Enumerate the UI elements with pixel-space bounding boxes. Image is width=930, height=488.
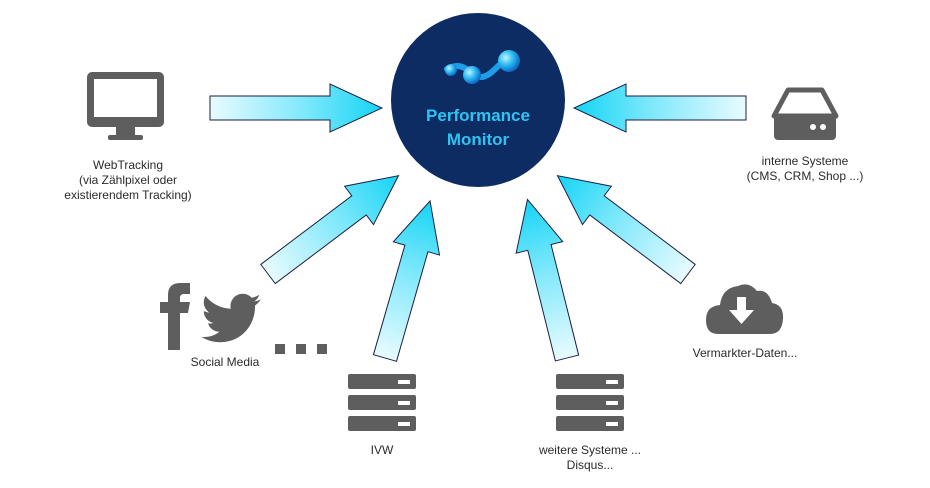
cloud-download-icon bbox=[706, 284, 784, 334]
twitter-icon bbox=[201, 293, 261, 343]
server-icon bbox=[348, 374, 416, 431]
hard-drive-icon bbox=[771, 87, 839, 140]
arrow-social-media bbox=[253, 156, 414, 294]
ellipsis-icon bbox=[275, 344, 327, 354]
internal-systems-label-line2: (CMS, CRM, Shop ...) bbox=[746, 169, 864, 183]
webtracking-label-line1: WebTracking bbox=[92, 158, 164, 172]
further-systems-label-line1: weitere Systeme ... bbox=[538, 443, 642, 457]
webtracking-label: WebTracking (via Zählpixel oder existier… bbox=[48, 158, 208, 203]
webtracking-label-line3: existierendem Tracking) bbox=[64, 188, 192, 202]
hub-title-line1: Performance bbox=[426, 106, 530, 125]
social-media-label-line1: Social Media bbox=[190, 355, 260, 369]
further-systems-label: weitere Systeme ... Disqus... bbox=[520, 443, 660, 473]
arrow-webtracking bbox=[209, 83, 383, 133]
marketer-data-label-line1: Vermarkter-Daten... bbox=[692, 346, 798, 360]
server-icon-further bbox=[556, 374, 624, 431]
webtracking-label-line2: (via Zählpixel oder bbox=[78, 173, 178, 187]
arrow-internal-systems bbox=[573, 83, 747, 133]
marketer-data-label: Vermarkter-Daten... bbox=[680, 346, 810, 361]
social-media-label: Social Media bbox=[165, 355, 285, 370]
arrow-further-systems bbox=[503, 193, 591, 365]
facebook-icon bbox=[160, 283, 190, 350]
monitor-icon bbox=[87, 72, 164, 140]
internal-systems-label: interne Systeme (CMS, CRM, Shop ...) bbox=[725, 154, 885, 184]
ivw-label-line1: IVW bbox=[370, 443, 394, 457]
hub-title-line2: Monitor bbox=[447, 130, 510, 149]
arrow-marketer-data bbox=[542, 156, 703, 294]
further-systems-label-line2: Disqus... bbox=[566, 458, 614, 472]
molecule-logo-icon bbox=[444, 50, 520, 84]
internal-systems-label-line1: interne Systeme bbox=[761, 154, 849, 168]
ivw-label: IVW bbox=[342, 443, 422, 458]
performance-monitor-hub: Performance Monitor bbox=[391, 13, 565, 187]
hub-circle bbox=[391, 13, 565, 187]
